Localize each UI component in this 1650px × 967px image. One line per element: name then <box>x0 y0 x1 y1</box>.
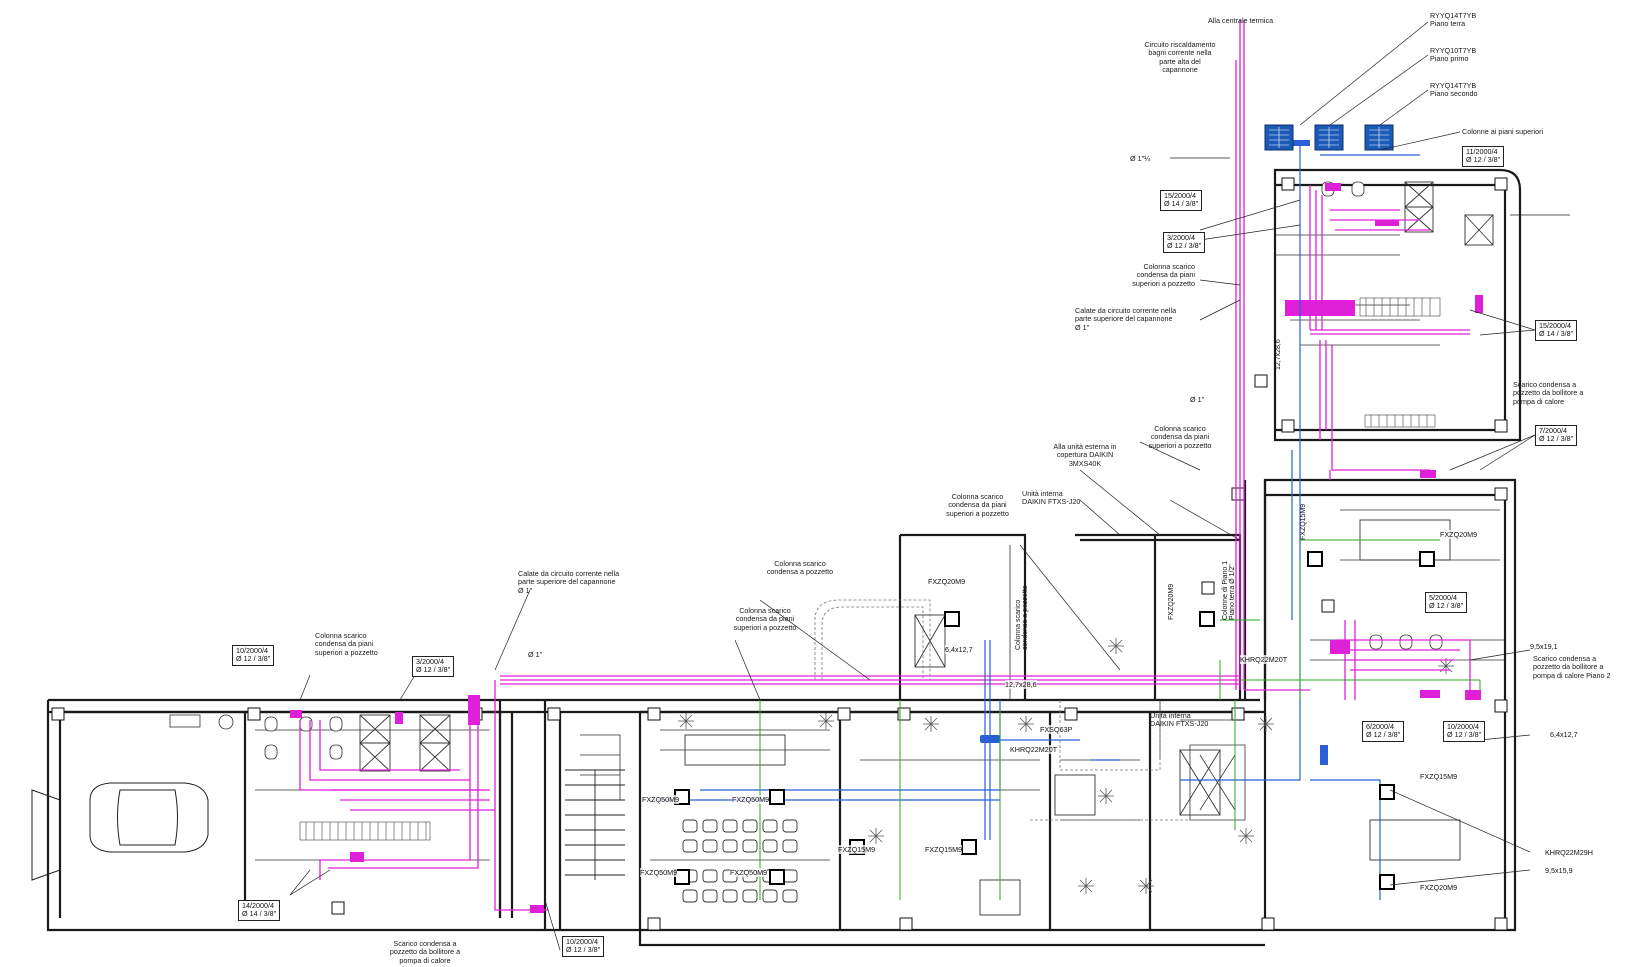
ducts <box>814 599 1200 821</box>
label-dim-64-127: 6,4x12,7 <box>945 645 973 654</box>
label-unita-interna-bottom: Unità interna DAIKIN FTXS-J20 <box>1150 711 1209 729</box>
label-colonna-scarico-c: Colonna scarico condensa da piani superi… <box>946 492 1009 518</box>
stairs <box>565 769 625 880</box>
label-diameter-1-a: Ø 1" <box>1190 395 1205 404</box>
box-15-2000-top: 15/2000/4 Ø 14 / 3/8" <box>1160 190 1203 211</box>
diffusers <box>678 638 1454 894</box>
label-alla-centrale: Alla centrale termica <box>1208 16 1274 25</box>
hatch-areas <box>299 297 1441 841</box>
label-unita-interna-top: Unità interna DAIKIN FTXS-J20 <box>1022 489 1081 507</box>
label-outdoor-piano-primo: RYYQ10T7YB Piano primo <box>1430 46 1477 64</box>
box-10-2000-left: 10/2000/4 Ø 12 / 3/8" <box>232 645 275 666</box>
interior-lines <box>255 234 1505 861</box>
box-5-2000: 5/2000/4 Ø 12 / 3/8" <box>1425 592 1468 613</box>
label-fxzq50m9-c: FXZQ50M9 <box>640 868 678 877</box>
label-fxzq50m9-a: FXZQ50M9 <box>642 795 680 804</box>
label-outdoor-piano-terra: RYYQ14T7YB Piano terra <box>1430 11 1477 29</box>
label-khrq22-bottom: KHRQ22M20T <box>1010 745 1058 754</box>
meeting-seats <box>682 519 1461 916</box>
label-diameter-1-quarter: Ø 1"¼ <box>1130 154 1151 163</box>
box-3-2000-left: 3/2000/4 Ø 12 / 3/8" <box>412 656 455 677</box>
box-11-2000: 11/2000/4 Ø 12 / 3/8" <box>1462 146 1505 167</box>
toilet-cubicles <box>359 181 1494 816</box>
box-3-2000-top: 3/2000/4 Ø 12 / 3/8" <box>1163 232 1206 253</box>
label-outdoor-piano-secondo: RYYQ14T7YB Piano secondo <box>1430 81 1478 99</box>
label-fxzq20m9-right: FXZQ20M9 <box>1440 530 1478 539</box>
refrigerant-piping <box>299 20 1471 911</box>
label-dim-95-159: 9,5x15,9 <box>1545 866 1573 875</box>
label-fxzq15m9-a: FXZQ15M9 <box>1420 772 1458 781</box>
label-fxzq15m9-vertical: FXZQ15M9 <box>1300 503 1307 540</box>
control-wiring <box>759 539 1481 900</box>
label-dim-127-286: 12,7x28,6 <box>1005 680 1037 689</box>
label-dim-127-286-vertical: 12,7x28,6 <box>1275 339 1282 370</box>
label-khrq22m29h: KHRQ22M29H <box>1545 848 1593 857</box>
walls <box>46 168 1522 947</box>
label-scarico-piano2: Scarico condensa a pozzetto da bollitore… <box>1533 654 1611 680</box>
drain-fittings <box>980 140 1328 765</box>
box-7-2000: 7/2000/4 Ø 12 / 3/8" <box>1535 425 1578 446</box>
sanitary-fixtures <box>169 181 1443 760</box>
box-10-2000-right: 10/2000/4 Ø 12 / 3/8" <box>1443 721 1486 742</box>
label-alla-unita-esterna: Alla unità esterna in copertura DAIKIN 3… <box>1053 442 1117 468</box>
label-dim-95-191: 9,5x19,1 <box>1530 642 1558 651</box>
label-colonna-scarico-e: Colonna scarico condensa da piani superi… <box>315 631 378 657</box>
label-calate-b: Calate da circuito corrente nella parte … <box>518 569 620 595</box>
label-calate-a: Calate da circuito corrente nella parte … <box>1075 306 1177 332</box>
car-symbol <box>31 782 209 881</box>
label-colonne-superiori: Colonne ai piani superiori <box>1462 127 1544 136</box>
columns <box>51 177 1508 931</box>
label-fxzq50m9-b: FXZQ50M9 <box>732 795 770 804</box>
label-scarico-bottom: Scarico condensa a pozzetto da bollitore… <box>389 939 461 965</box>
label-fxzq50m9-d: FXZQ50M9 <box>730 868 768 877</box>
label-circuito-bagni: Circuito riscaldamento bagni corrente ne… <box>1144 40 1216 75</box>
box-15-2000-right: 15/2000/4 Ø 14 / 3/8" <box>1535 320 1578 341</box>
label-colonna-scarico-b: Colonna scarico condensa da piani superi… <box>1148 424 1212 450</box>
label-colonna-scarico-d: Colonna scarico condensa da piani superi… <box>733 606 797 632</box>
label-fxzq20m9-bottom: FXZQ20M9 <box>1420 883 1458 892</box>
label-fxsq63p: FXSQ63P <box>1040 725 1073 734</box>
label-fxzq20m9-center: FXZQ20M9 <box>928 577 966 586</box>
label-scarico-bollitore-right: Scarico condensa a pozzetto da bollitore… <box>1513 380 1584 406</box>
box-14-2000: 14/2000/4 Ø 14 / 3/8" <box>238 900 281 921</box>
label-fxzq20m9-vertical: FXZQ20M9 <box>1168 583 1175 620</box>
outdoor-unit-grilles <box>1269 127 1389 148</box>
label-fxzq15m9-b: FXZQ15M9 <box>838 845 876 854</box>
label-diameter-1-b: Ø 1" <box>528 650 543 659</box>
leader-lines <box>289 21 1570 951</box>
label-colonna-pozzetto: Colonna scarico condensa a pozzetto <box>766 559 834 577</box>
label-khrq22-top: KHRQ22M20T <box>1240 655 1288 664</box>
label-fxzq15m9-c: FXZQ15M9 <box>925 845 963 854</box>
label-dim-64-127-right: 6,4x12,7 <box>1550 730 1578 739</box>
refrigerant-fittings <box>290 183 1483 913</box>
label-colonna-vertical: Colonna scarico condensa a pozzetto <box>1015 585 1029 650</box>
label-colonne-piano: Colonne di Piano 1 Piano terra Ø 1/2" <box>1222 560 1236 620</box>
box-10-2000-bottom: 10/2000/4 Ø 12 / 3/8" <box>562 936 605 957</box>
box-6-2000: 6/2000/4 Ø 12 / 3/8" <box>1362 721 1405 742</box>
label-colonna-scarico-a: Colonna scarico condensa da piani superi… <box>1132 262 1195 288</box>
indoor-cassettes <box>674 551 1435 890</box>
